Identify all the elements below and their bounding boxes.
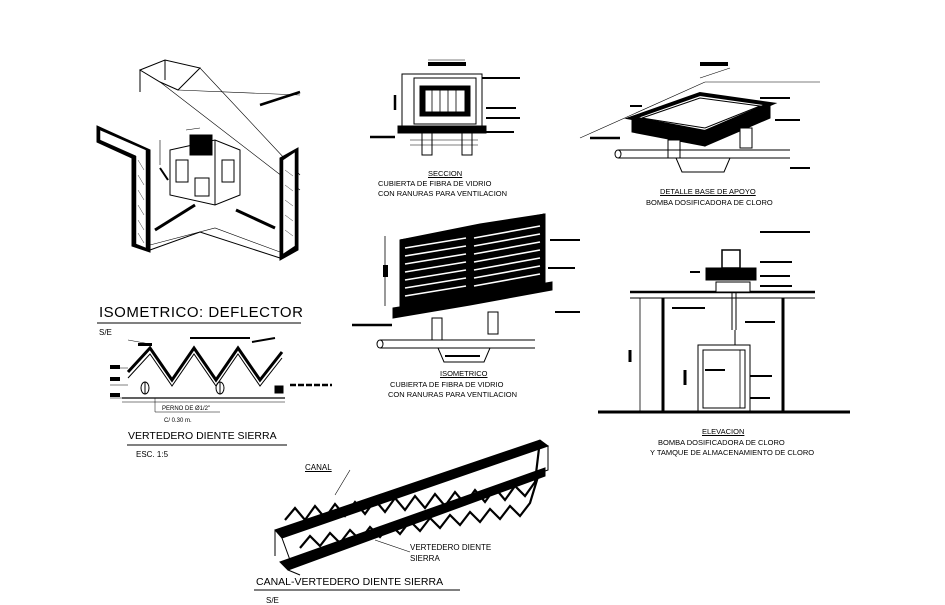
elevation-drawing <box>598 231 850 414</box>
isometrico-line2: CON RANURAS PARA VENTILACION <box>388 390 518 399</box>
seccion-title: SECCION <box>428 169 463 178</box>
deflector-scale: S/E <box>99 328 112 337</box>
elevation-title: ELEVACION <box>702 427 745 436</box>
vertedero-note-bolt: PERNO DE Ø1/2" <box>162 406 211 412</box>
support-base-detail-drawing <box>579 62 820 173</box>
isometrico-line1: CUBIERTA DE FIBRA DE VIDRIO <box>390 380 504 389</box>
canal-weir-isometric-drawing <box>274 439 550 576</box>
vertedero-note-spacing: C/ 0.30 m. <box>164 418 192 424</box>
base-detail-title: DETALLE BASE DE APOYO <box>660 187 756 196</box>
sawtooth-weir-detail-drawing <box>110 337 332 413</box>
vertedero-title: VERTEDERO DIENTE SIERRA <box>128 430 277 442</box>
canal-weir-label-2: SIERRA <box>410 554 440 563</box>
vertedero-scale: ESC. 1:5 <box>136 450 169 459</box>
canal-weir-label-1: VERTEDERO DIENTE <box>410 543 492 552</box>
isometrico-title: ISOMETRICO <box>440 369 488 378</box>
elevation-line2: Y TAMQUE DE ALMACENAMIENTO DE CLORO <box>650 448 815 457</box>
seccion-line2: CON RANURAS PARA VENTILACION <box>378 189 508 198</box>
canal-title: CANAL-VERTEDERO DIENTE SIERRA <box>256 576 444 588</box>
seccion-line1: CUBIERTA DE FIBRA DE VIDRIO <box>378 179 492 188</box>
isometric-cover-drawing <box>352 213 580 363</box>
elevation-line1: BOMBA DOSIFICADORA DE CLORO <box>658 438 785 447</box>
deflector-isometric-drawing <box>96 59 301 261</box>
deflector-title: ISOMETRICO: DEFLECTOR <box>99 304 304 321</box>
base-detail-line1: BOMBA DOSIFICADORA DE CLORO <box>646 198 773 207</box>
canal-label: CANAL <box>305 463 332 472</box>
section-drawing <box>370 59 520 156</box>
canal-scale: S/E <box>266 596 279 605</box>
